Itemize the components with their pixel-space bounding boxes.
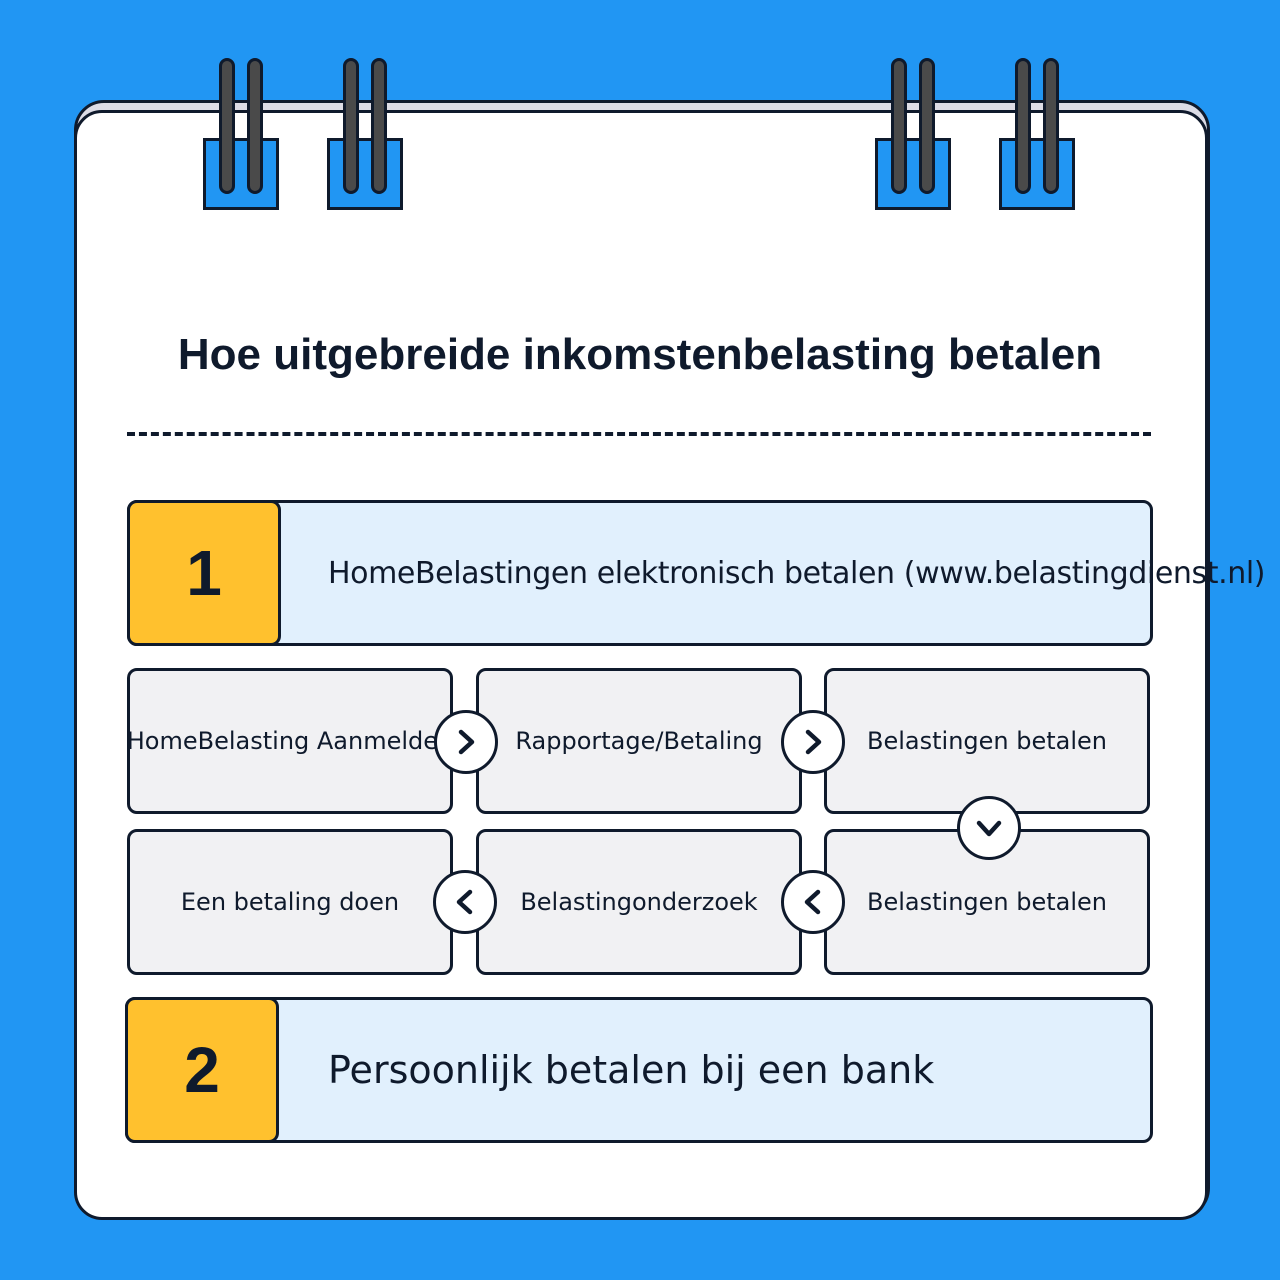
chevron-left-icon [781, 870, 845, 934]
step-card-1: 1 HomeBelastingen elektronisch betalen (… [127, 500, 1266, 646]
chevron-down-icon [957, 796, 1021, 860]
binder-ring-base [203, 138, 279, 210]
binder-ring-bar [919, 58, 935, 194]
step-label: Persoonlijk betalen bij een bank [328, 1048, 935, 1092]
binder-ring-bar [219, 58, 235, 194]
flow-box-belastingen-betalen: Belastingen betalen [824, 668, 1150, 814]
page-title: Hoe uitgebreide inkomstenbelasting betal… [177, 330, 1103, 379]
flow-box-homebelasting-aanmelden: HomeBelasting Aanmelden [127, 668, 453, 814]
binder-ring-base [327, 138, 403, 210]
binder-ring-bar [371, 58, 387, 194]
binder-ring-bar [1015, 58, 1031, 194]
step-card-2: 2 Persoonlijk betalen bij een bank [125, 997, 1153, 1143]
dashed-divider [127, 432, 1151, 436]
binder-ring-base [875, 138, 951, 210]
flow-box-belastingonderzoek: Belastingonderzoek [476, 829, 802, 975]
step-label: HomeBelastingen elektronisch betalen (ww… [328, 555, 1266, 591]
chevron-right-icon [434, 710, 498, 774]
chevron-left-icon [433, 870, 497, 934]
flow-box-rapportage-betaling: Rapportage/Betaling [476, 668, 802, 814]
binder-ring-bar [891, 58, 907, 194]
chevron-right-icon [781, 710, 845, 774]
binder-ring-bar [343, 58, 359, 194]
binder-ring-bar [1043, 58, 1059, 194]
binder-ring-base [999, 138, 1075, 210]
flow-box-een-betaling-doen: Een betaling doen [127, 829, 453, 975]
step-number-badge: 1 [127, 500, 281, 646]
step-number-badge: 2 [125, 997, 279, 1143]
binder-ring-bar [247, 58, 263, 194]
